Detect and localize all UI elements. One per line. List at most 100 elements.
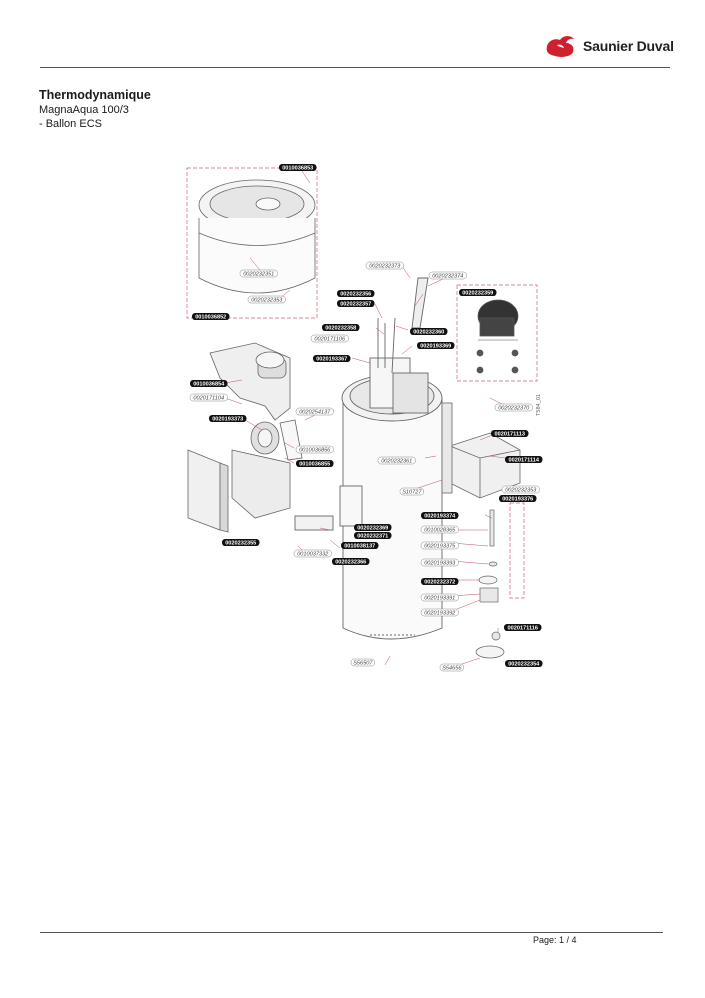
part-label-background xyxy=(332,558,370,565)
part-number-label: 0020171116 xyxy=(504,624,542,631)
part-number-label: 0020193367 xyxy=(313,355,351,362)
part-label-background xyxy=(296,460,334,467)
part-number-text: 0020232359 xyxy=(462,290,493,296)
part-number-text: 0020193369 xyxy=(420,343,451,349)
part-number-text: 0020232354 xyxy=(508,661,540,667)
part-number-text: 0010036854 xyxy=(193,381,225,387)
part-label-background xyxy=(421,578,459,585)
part-number-label: 0020232359 xyxy=(459,289,497,296)
part-number-text: 0020232361 xyxy=(381,458,412,464)
brand-logo: Saunier Duval xyxy=(543,33,674,59)
part-number-text: 0020193373 xyxy=(212,416,243,422)
part-number-text: 0010036856 xyxy=(299,447,331,453)
part-number-label: 0020232353 xyxy=(501,485,540,494)
part-label-background xyxy=(505,660,543,667)
part-number-label: 0020232357 xyxy=(337,300,375,307)
part-number-label: 0010028365 xyxy=(420,525,459,534)
part-number-text: S56507 xyxy=(353,660,373,666)
part-label-background xyxy=(247,295,286,304)
part-number-label: 0020171113 xyxy=(491,430,529,437)
part-label-background xyxy=(295,407,334,416)
part-label-background xyxy=(504,624,542,631)
part-number-label: 0020232356 xyxy=(337,290,375,297)
part-number-label: 0020193393 xyxy=(420,558,459,567)
part-label-background xyxy=(505,456,543,463)
part-number-text: 0020232371 xyxy=(357,533,388,539)
part-label-background xyxy=(337,300,375,307)
part-number-text: 0010036853 xyxy=(282,165,313,171)
part-number-text: 0020171114 xyxy=(509,457,540,463)
part-number-label: 0020232358 xyxy=(322,324,360,331)
part-number-text: 0010037332 xyxy=(297,551,329,557)
part-number-label: 0010036853 xyxy=(279,164,317,171)
part-number-text: 0020171113 xyxy=(495,431,526,437)
part-label-background xyxy=(420,608,459,617)
part-number-label: 0020232366 xyxy=(332,558,370,565)
part-number-label: 0010036855 xyxy=(296,460,334,467)
part-label-background xyxy=(189,393,228,402)
part-number-text: 0020232360 xyxy=(413,329,444,335)
part-label-background xyxy=(239,269,278,278)
part-number-label: 0010036852 xyxy=(192,313,230,320)
part-label-background xyxy=(428,271,467,280)
part-number-text: 0020232351 xyxy=(243,271,274,277)
part-label-background xyxy=(350,658,375,667)
part-label-background xyxy=(420,525,459,534)
part-label-background xyxy=(491,430,529,437)
fittings-drawing xyxy=(475,509,505,659)
part-number-label: 0020232351 xyxy=(239,269,278,278)
part-number-text: S54656 xyxy=(442,665,462,671)
part-number-label: 0020232370 xyxy=(494,403,533,411)
part-label-background xyxy=(420,558,459,567)
part-label-background xyxy=(295,445,334,454)
part-number-label: 0020232355 xyxy=(222,539,260,546)
part-label-background xyxy=(293,549,332,558)
header-divider xyxy=(40,67,670,68)
page-number: Page: 1 / 4 xyxy=(533,935,577,945)
part-number-text: 0020193376 xyxy=(502,496,533,502)
part-number-label: 0020193391 xyxy=(420,593,459,602)
part-label-background xyxy=(439,663,464,672)
part-number-text: 0020232373 xyxy=(369,263,401,269)
part-label-background xyxy=(354,532,392,539)
model-name: MagnaAqua 100/3 xyxy=(39,104,129,116)
part-number-label: S54656 xyxy=(439,663,464,672)
water-tank-drawing xyxy=(294,277,443,640)
part-number-labels: 0010036853 0020232351 0020232353 0010036852… xyxy=(189,164,543,672)
part-label-background xyxy=(192,313,230,320)
brand-name: Saunier Duval xyxy=(583,38,674,54)
part-number-text: 0020193392 xyxy=(424,610,456,616)
part-number-label: S10727 xyxy=(399,487,424,496)
part-number-label: 0020171104 xyxy=(189,393,228,402)
part-number-text: 0010036852 xyxy=(195,314,226,320)
control-box-drawing xyxy=(441,402,521,499)
part-number-text: 0020232369 xyxy=(357,525,388,531)
part-label-background xyxy=(420,593,459,602)
part-label-background xyxy=(420,541,459,550)
part-number-label: 0020254137 xyxy=(295,407,334,416)
section-name: - Ballon ECS xyxy=(39,118,102,130)
part-number-text: 0020232358 xyxy=(325,325,356,331)
part-number-label: 0010036856 xyxy=(295,445,334,454)
part-number-label: 0020232361 xyxy=(377,456,416,464)
part-number-text: 0020232357 xyxy=(340,301,371,307)
part-number-label: 0020232360 xyxy=(410,328,448,335)
part-number-text: 0020171104 xyxy=(193,395,224,401)
part-number-label: 0020193392 xyxy=(420,608,459,617)
part-label-background xyxy=(365,261,404,270)
sensor-group-box xyxy=(509,502,525,599)
page-title: Thermodynamique xyxy=(39,88,151,102)
cover-group-box xyxy=(186,167,318,319)
compressor-group-box xyxy=(456,284,538,382)
part-number-label: 0020232354 xyxy=(505,660,543,667)
part-number-label: 0010038137 xyxy=(341,542,379,549)
part-label-background xyxy=(399,487,424,496)
part-number-text: 0010036855 xyxy=(299,461,330,467)
top-cover-drawing xyxy=(198,179,316,294)
part-label-background xyxy=(501,485,540,494)
part-label-background xyxy=(410,328,448,335)
part-number-text: S10727 xyxy=(402,489,422,495)
part-label-background xyxy=(421,512,459,519)
part-number-text: 0020254137 xyxy=(299,409,331,415)
part-number-text: 0020171116 xyxy=(508,625,539,631)
